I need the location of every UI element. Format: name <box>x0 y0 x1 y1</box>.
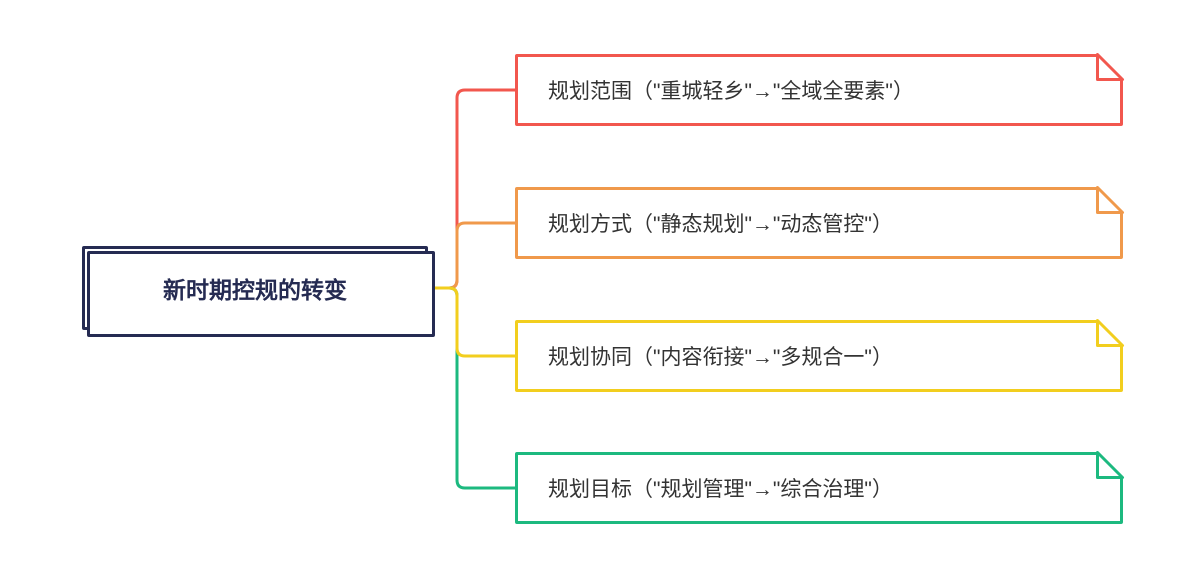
connector-path-branch-3 <box>426 286 518 358</box>
folded-corner-icon <box>1096 53 1124 81</box>
branch-node-method[interactable]: 规划方式（"静态规划"→"动态管控"） <box>515 186 1124 259</box>
branch-node-label: 规划范围（"重城轻乡"→"全域全要素"） <box>548 80 914 103</box>
root-node[interactable]: 新时期控规的转变 <box>82 246 435 337</box>
connector-path-branch-4 <box>426 286 518 490</box>
folded-corner-icon <box>1096 186 1124 214</box>
connector-path-branch-1 <box>426 88 518 290</box>
branch-node-coordination[interactable]: 规划协同（"内容衔接"→"多规合一"） <box>515 319 1124 392</box>
branch-node-label: 规划协同（"内容衔接"→"多规合一"） <box>548 346 893 369</box>
branch-node-label: 规划方式（"静态规划"→"动态管控"） <box>548 213 893 236</box>
branch-node-goal[interactable]: 规划目标（"规划管理"→"综合治理"） <box>515 451 1124 524</box>
root-node-label: 新时期控规的转变 <box>163 277 347 303</box>
branch-node-scope[interactable]: 规划范围（"重城轻乡"→"全域全要素"） <box>515 53 1124 126</box>
connector-path-branch-2 <box>426 221 518 290</box>
folded-corner-icon <box>1096 451 1124 479</box>
branch-node-label: 规划目标（"规划管理"→"综合治理"） <box>548 478 893 501</box>
folded-corner-icon <box>1096 319 1124 347</box>
